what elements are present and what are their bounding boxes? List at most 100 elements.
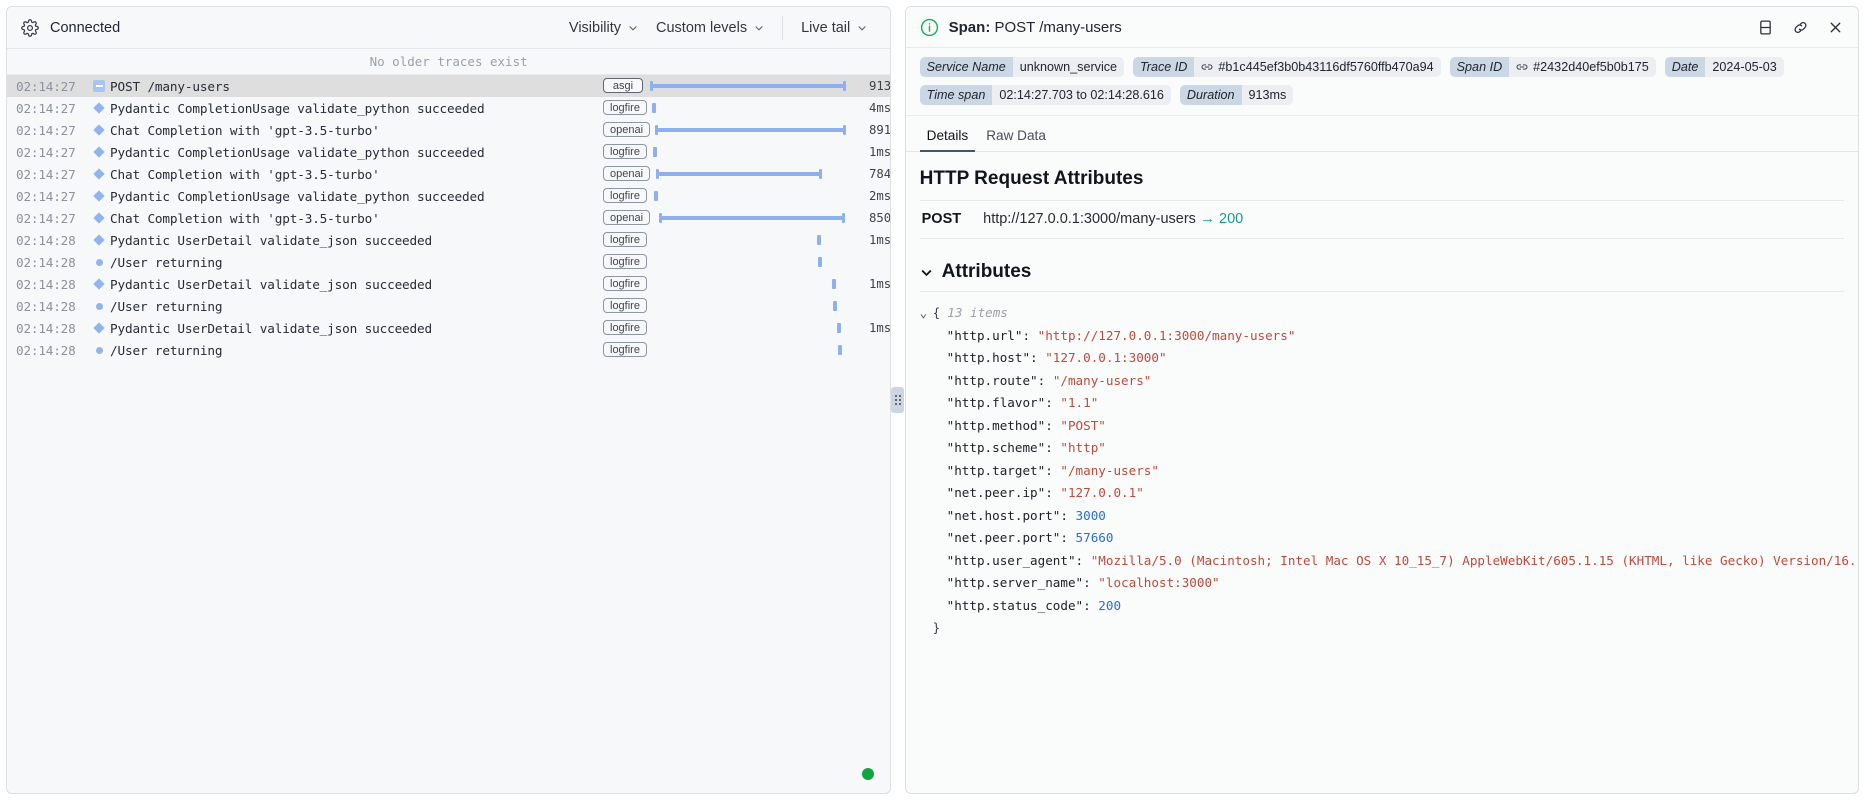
- minus-box-icon[interactable]: [88, 80, 110, 92]
- meta-chip[interactable]: Duration913ms: [1180, 85, 1293, 105]
- json-close-row: }: [920, 617, 1844, 640]
- span-meta-chips-row1: Service Nameunknown_service Trace ID#b1c4…: [906, 48, 1858, 80]
- trace-row-time: 02:14:27: [7, 211, 88, 226]
- json-key: "http.server_name": [920, 575, 1083, 590]
- meta-chip-key: Duration: [1180, 85, 1242, 105]
- json-colon: :: [1045, 418, 1060, 433]
- trace-row[interactable]: 02:14:27Pydantic CompletionUsage validat…: [7, 97, 890, 119]
- json-key: "http.user_agent": [920, 553, 1076, 568]
- http-url[interactable]: http://127.0.0.1:3000/many-users: [983, 211, 1196, 227]
- trace-row[interactable]: 02:14:27Chat Completion with 'gpt-3.5-tu…: [7, 119, 890, 141]
- trace-row-badge[interactable]: logfire: [603, 188, 647, 203]
- trace-row-badge[interactable]: logfire: [603, 144, 647, 159]
- span-meta-chips-row2: Time span02:14:27.703 to 02:14:28.616 Dur…: [906, 80, 1858, 116]
- custom-levels-dropdown[interactable]: Custom levels: [647, 16, 773, 40]
- meta-chip[interactable]: Date2024-05-03: [1665, 57, 1784, 77]
- trace-row[interactable]: 02:14:28Pydantic UserDetail validate_jso…: [7, 229, 890, 251]
- panel-splitter[interactable]: [891, 6, 904, 794]
- json-root-row[interactable]: ⌄{13 items: [920, 302, 1844, 325]
- json-entry-row: "http.route": "/many-users": [920, 370, 1844, 393]
- trace-row[interactable]: 02:14:27POST /many-usersasgi913ms: [7, 75, 890, 97]
- json-colon: :: [1045, 485, 1060, 500]
- diamond-icon: [88, 148, 110, 156]
- link-icon[interactable]: [1792, 19, 1809, 36]
- json-colon: :: [1060, 508, 1075, 523]
- trace-row-timeline: [650, 119, 862, 141]
- json-value: 57660: [1076, 530, 1114, 545]
- json-value: "http": [1060, 440, 1106, 455]
- arrow-right-icon: →: [1200, 210, 1215, 227]
- trace-row-duration: 1ms: [869, 229, 890, 251]
- trace-row-timeline: [650, 273, 862, 295]
- trace-row-message: /User returning: [110, 343, 222, 358]
- close-icon[interactable]: [1827, 19, 1844, 36]
- no-older-traces-message: No older traces exist: [7, 49, 890, 75]
- trace-row-time: 02:14:28: [7, 233, 88, 248]
- trace-row-badge[interactable]: asgi: [603, 78, 643, 93]
- gear-icon[interactable]: [21, 19, 39, 37]
- attributes-toggle[interactable]: Attributes: [920, 261, 1844, 283]
- trace-row-badge[interactable]: openai: [603, 210, 650, 225]
- meta-chip[interactable]: Trace ID#b1c445ef3b0b43116df5760ffb470a9…: [1133, 57, 1441, 77]
- tab-raw-data[interactable]: Raw Data: [979, 124, 1053, 152]
- json-colon: :: [1076, 553, 1091, 568]
- json-colon: :: [1045, 395, 1060, 410]
- trace-row-badge[interactable]: logfire: [603, 342, 647, 357]
- trace-row[interactable]: 02:14:28Pydantic UserDetail validate_jso…: [7, 273, 890, 295]
- visibility-dropdown[interactable]: Visibility: [560, 16, 647, 40]
- trace-row[interactable]: 02:14:28Pydantic UserDetail validate_jso…: [7, 317, 890, 339]
- trace-row-badge[interactable]: logfire: [603, 298, 647, 313]
- trace-row-badge[interactable]: openai: [603, 122, 650, 137]
- meta-chip-key: Time span: [920, 85, 993, 105]
- live-tail-dropdown[interactable]: Live tail: [792, 16, 876, 40]
- meta-chip[interactable]: Span ID#2432d40ef5b0b175: [1450, 57, 1656, 77]
- trace-row-message: Pydantic CompletionUsage validate_python…: [110, 189, 484, 204]
- trace-row[interactable]: 02:14:28/User returninglogfire: [7, 295, 890, 317]
- meta-chip-key: Service Name: [920, 57, 1013, 77]
- trace-row-message: POST /many-users: [110, 79, 230, 94]
- trace-row[interactable]: 02:14:27Chat Completion with 'gpt-3.5-tu…: [7, 207, 890, 229]
- json-key: "http.url": [920, 328, 1023, 343]
- meta-chip[interactable]: Time span02:14:27.703 to 02:14:28.616: [920, 85, 1171, 105]
- attributes-divider: [920, 291, 1844, 292]
- trace-row-badge[interactable]: logfire: [603, 232, 647, 247]
- json-value: "localhost:3000": [1098, 575, 1219, 590]
- trace-row-time: 02:14:27: [7, 167, 88, 182]
- trace-row-badge[interactable]: logfire: [603, 320, 647, 335]
- json-value: "/many-users": [1060, 463, 1159, 478]
- trace-row-message: /User returning: [110, 255, 222, 270]
- json-value: "http://127.0.0.1:3000/many-users": [1038, 328, 1296, 343]
- http-section-title: HTTP Request Attributes: [920, 168, 1844, 190]
- link-icon: [1516, 62, 1528, 72]
- json-entry-row: "net.peer.port": 57660: [920, 527, 1844, 550]
- trace-row-message: Pydantic UserDetail validate_json succee…: [110, 277, 432, 292]
- trace-row-badge[interactable]: logfire: [603, 254, 647, 269]
- span-body: HTTP Request Attributes POST http://127.…: [906, 152, 1858, 793]
- trace-row-timeline: [650, 295, 862, 317]
- trace-row-badge[interactable]: openai: [603, 166, 650, 181]
- json-entry-row: "http.host": "127.0.0.1:3000": [920, 347, 1844, 370]
- meta-chip-value: 02:14:27.703 to 02:14:28.616: [992, 85, 1171, 105]
- trace-row[interactable]: 02:14:27Pydantic CompletionUsage validat…: [7, 141, 890, 163]
- link-icon: [1201, 62, 1213, 72]
- trace-row[interactable]: 02:14:28/User returninglogfire: [7, 251, 890, 273]
- json-entry-row: "http.user_agent": "Mozilla/5.0 (Macinto…: [920, 550, 1844, 573]
- meta-chip[interactable]: Service Nameunknown_service: [920, 57, 1124, 77]
- json-entry-row: "http.server_name": "localhost:3000": [920, 572, 1844, 595]
- trace-row-message: Pydantic UserDetail validate_json succee…: [110, 321, 432, 336]
- meta-chip-value: unknown_service: [1013, 57, 1124, 77]
- splitter-grip-icon[interactable]: [891, 387, 904, 413]
- trace-row-badge[interactable]: logfire: [603, 100, 647, 115]
- meta-chip-value: 2024-05-03: [1705, 57, 1783, 77]
- trace-row-badge[interactable]: logfire: [603, 276, 647, 291]
- trace-row[interactable]: 02:14:27Chat Completion with 'gpt-3.5-tu…: [7, 163, 890, 185]
- json-value: "1.1": [1060, 395, 1098, 410]
- panel-layout-icon[interactable]: [1757, 19, 1774, 36]
- trace-row-duration: 850ms: [869, 207, 890, 229]
- meta-chip-value: #b1c445ef3b0b43116df5760ffb470a94: [1194, 57, 1440, 77]
- json-colon: :: [1038, 373, 1053, 388]
- trace-row[interactable]: 02:14:27Pydantic CompletionUsage validat…: [7, 185, 890, 207]
- tab-details[interactable]: Details: [920, 124, 976, 152]
- trace-row[interactable]: 02:14:28/User returninglogfire: [7, 339, 890, 361]
